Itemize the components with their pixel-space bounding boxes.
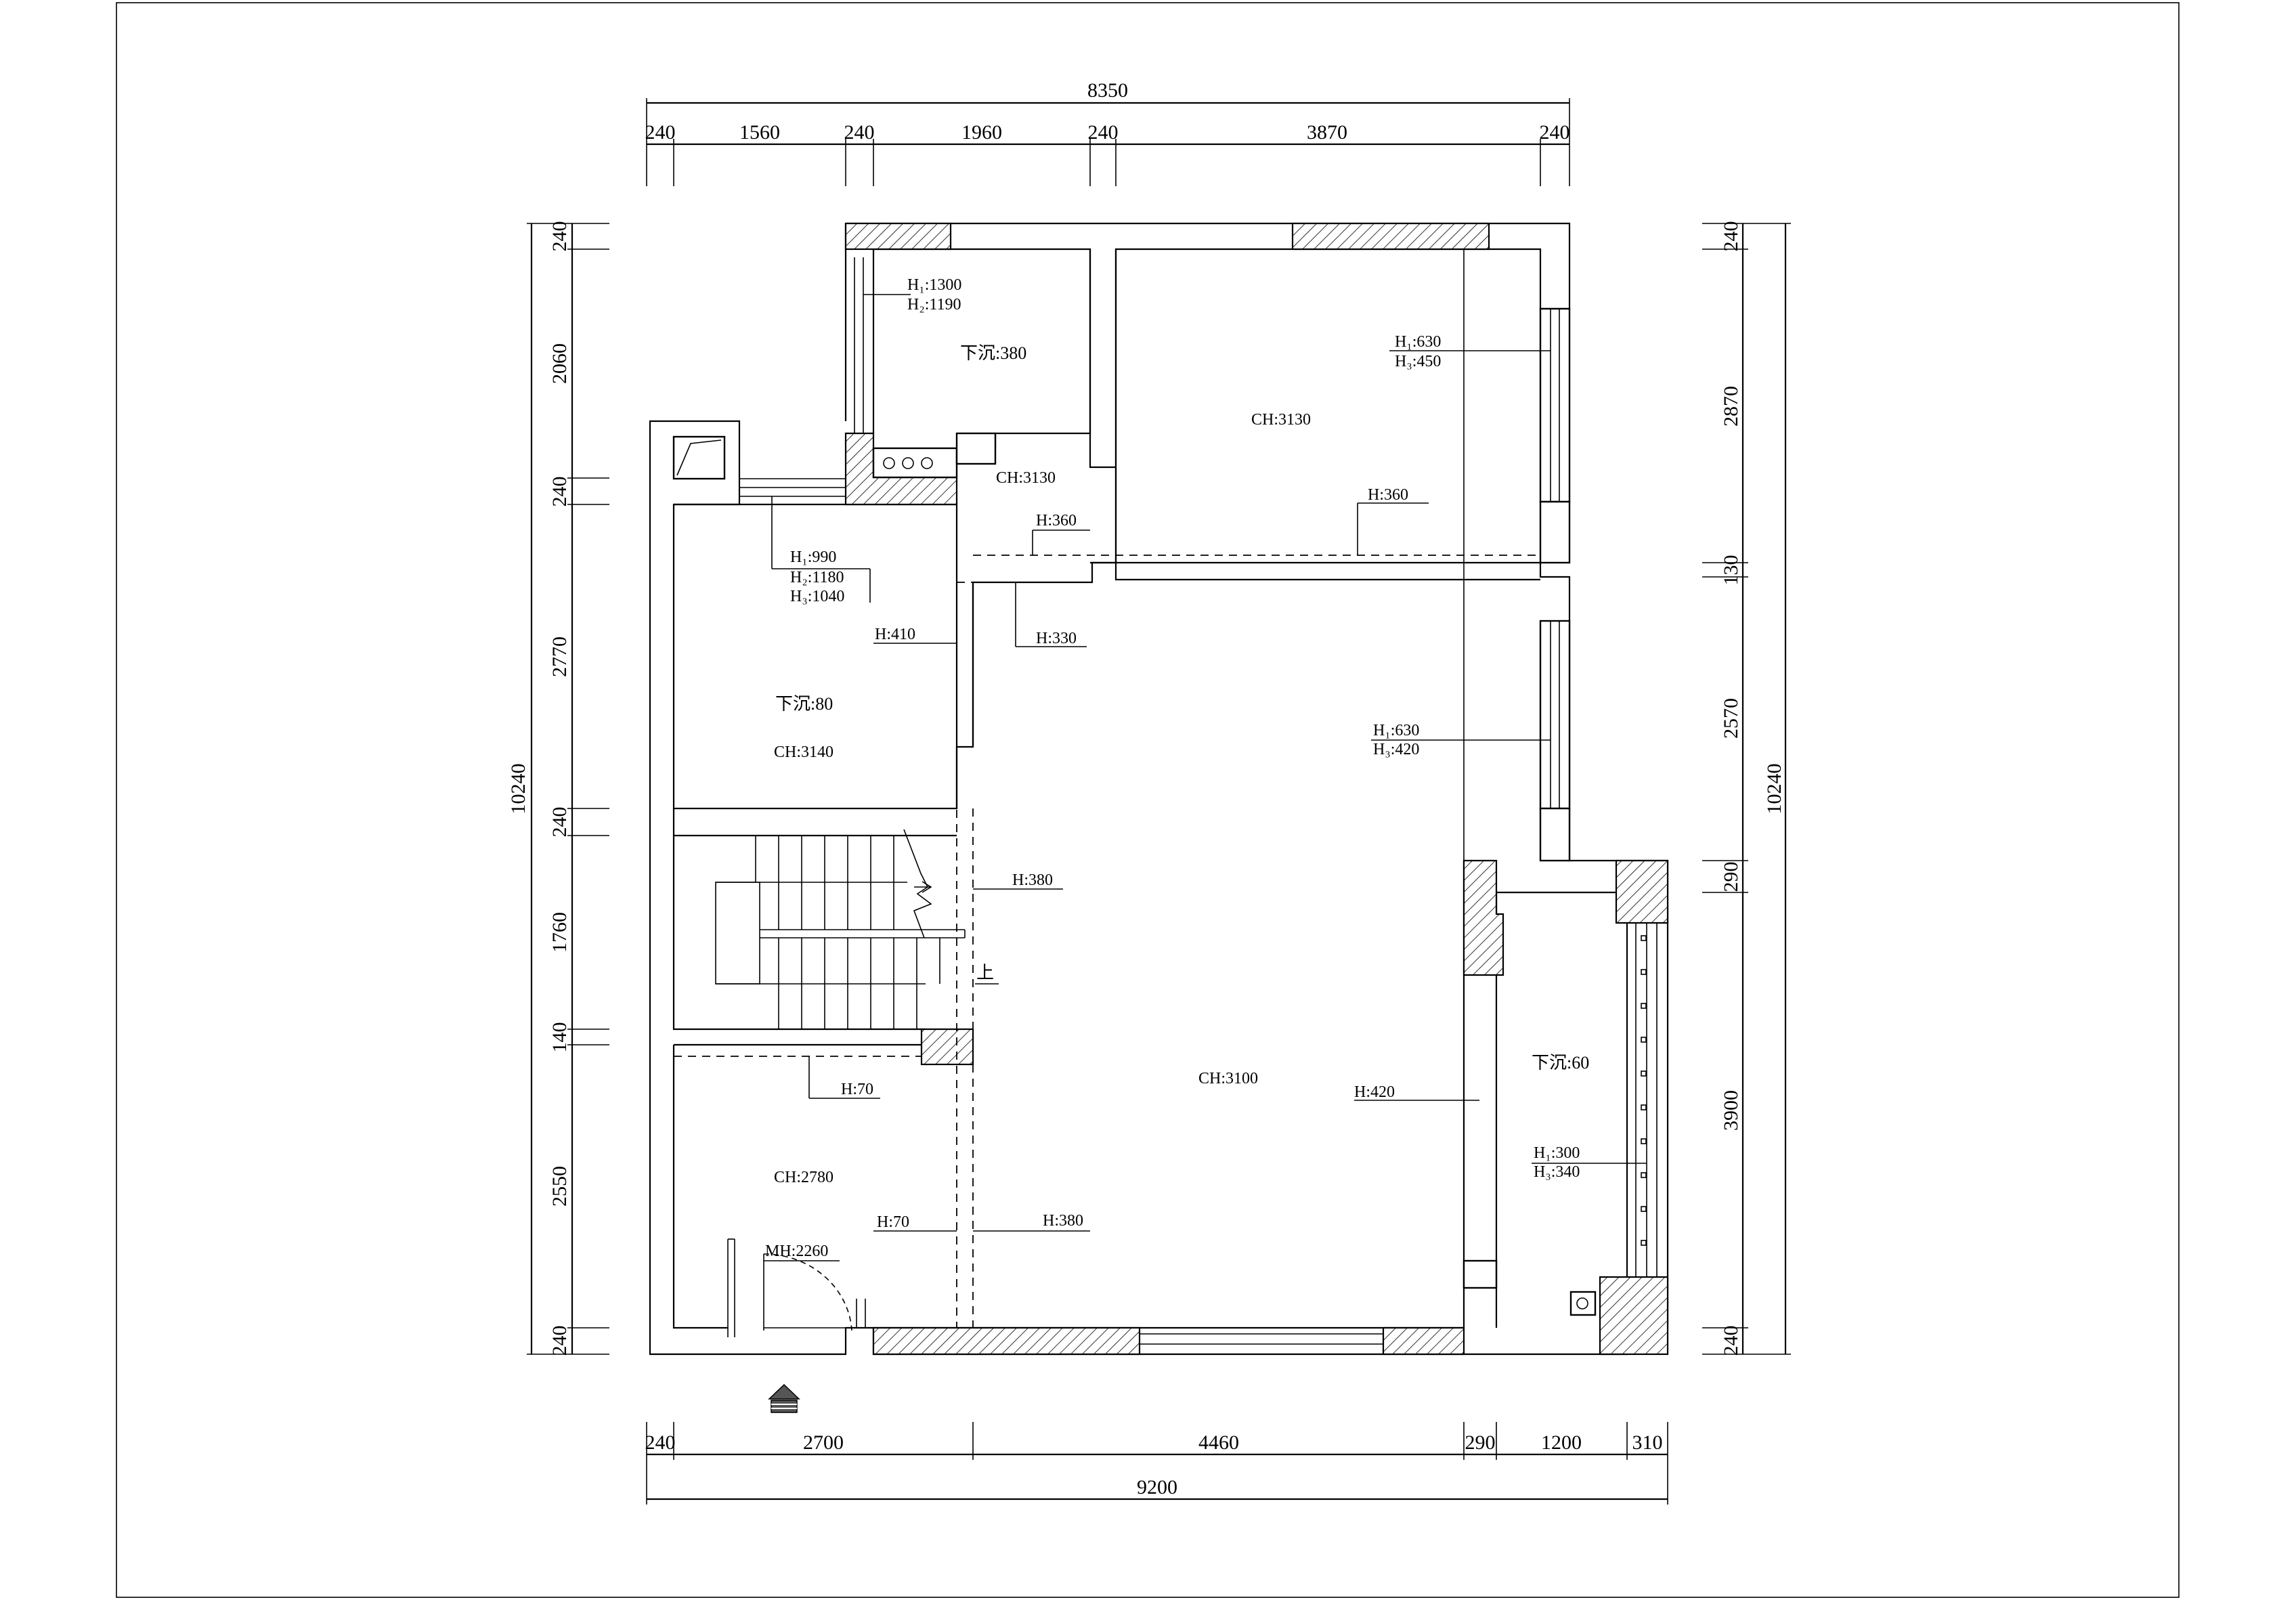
dim-right-seg: 130 — [1720, 555, 1742, 586]
dim-bottom-seg: 4460 — [1198, 1431, 1239, 1454]
staircase: 上 — [715, 829, 999, 1029]
lower-h70b-label: H:70 — [877, 1213, 909, 1231]
balcony-sunk-label: 下沉:60 — [1532, 1053, 1589, 1073]
dim-left-seg: 240 — [548, 477, 571, 507]
dim-top-seg: 3870 — [1307, 121, 1347, 144]
bath-h1-label: H₁:990 — [790, 548, 836, 566]
floor-drain-icon — [1569, 1291, 1597, 1316]
kitchen-h2-label: H₂:1190 — [907, 296, 961, 313]
dim-left-seg: 2060 — [548, 343, 571, 384]
dim-left-seg: 2770 — [548, 636, 571, 677]
living-ch-label: CH:3100 — [1198, 1070, 1258, 1087]
bedroom-h1-label: H₁:630 — [1395, 333, 1441, 351]
bedroom-h-label: H:360 — [1368, 486, 1408, 504]
left-dimension-chain: 10240 240 2060 240 2770 240 1760 140 255… — [507, 221, 609, 1356]
dim-left-seg: 240 — [548, 221, 571, 252]
stove-icon — [872, 432, 997, 479]
structural-columns — [844, 222, 1669, 1356]
dim-top-seg: 1560 — [739, 121, 780, 144]
dim-top-seg: 240 — [1088, 121, 1119, 144]
beam-lines — [674, 555, 1540, 1328]
kitchen-h1-label: H₁:1300 — [907, 276, 961, 294]
kitchen-sunk-label: 下沉:380 — [960, 343, 1026, 363]
door-mh-label: MH:2260 — [765, 1242, 828, 1260]
dim-top-seg: 240 — [645, 121, 676, 144]
bath-h410-label: H:410 — [875, 626, 915, 643]
dim-left-seg: 140 — [548, 1022, 571, 1053]
bath-ch-label: CH:3140 — [774, 743, 833, 761]
windows — [739, 257, 1658, 1345]
bath-sunk-label: 下沉:80 — [775, 694, 833, 714]
stair-h380-label: H:380 — [1012, 871, 1053, 889]
dim-bottom-total: 9200 — [1137, 1476, 1177, 1498]
dim-right-seg: 2570 — [1720, 698, 1742, 739]
dim-right-seg: 290 — [1720, 862, 1742, 892]
dim-top-seg: 240 — [844, 121, 875, 144]
passage-h-label: H:360 — [1036, 512, 1077, 529]
stair-up-label: 上 — [976, 963, 994, 982]
bedroom-h3-label: H₃:450 — [1395, 353, 1441, 370]
right-dimension-chain: 240 2870 130 2570 290 3900 240 10240 — [1702, 221, 1791, 1356]
passage-h330-label: H:330 — [1036, 630, 1077, 647]
living-h3-label: H₃:420 — [1373, 741, 1419, 758]
entry-door — [727, 1238, 866, 1337]
living-h1-label: H₁:630 — [1373, 722, 1419, 739]
dim-right-seg: 240 — [1720, 1326, 1742, 1356]
dim-left-seg: 1760 — [548, 912, 571, 953]
dim-top-seg: 240 — [1540, 121, 1570, 144]
drawing-frame — [116, 2, 2180, 1598]
balcony-h1-label: H₁:300 — [1534, 1144, 1580, 1162]
dim-left-seg: 240 — [548, 1326, 571, 1356]
dim-bottom-seg: 310 — [1632, 1431, 1663, 1454]
bedroom-ch-label: CH:3130 — [1251, 411, 1311, 429]
dim-right-seg: 240 — [1720, 221, 1742, 252]
dim-left-seg: 240 — [548, 807, 571, 838]
entrance-arrow-icon — [768, 1383, 800, 1413]
dim-bottom-seg: 290 — [1465, 1431, 1496, 1454]
balcony-posts — [1641, 935, 1647, 1246]
wall-stub — [1463, 1259, 1498, 1289]
top-dimension-chain: 8350 240 1560 240 1960 240 3870 240 — [645, 79, 1570, 186]
leader-lines — [764, 294, 1647, 1261]
lower-ch-label: CH:2780 — [774, 1169, 833, 1186]
dim-left-seg: 2550 — [548, 1166, 571, 1207]
dim-right-seg: 2870 — [1720, 386, 1742, 427]
lower-h380-label: H:380 — [1043, 1212, 1083, 1230]
room-annotations: H₁:1300 H₂:1190 下沉:380 CH:3130 H₁:630 H₃… — [765, 276, 1589, 1260]
bath-h3-label: H₃:1040 — [790, 588, 844, 605]
balcony-h3-label: H₃:340 — [1534, 1163, 1580, 1181]
dim-top-seg: 1960 — [961, 121, 1002, 144]
bottom-dimension-chain: 240 2700 4460 290 1200 310 9200 — [645, 1422, 1668, 1505]
dim-left-total: 10240 — [507, 764, 529, 815]
dim-top-total: 8350 — [1087, 79, 1128, 102]
dim-bottom-seg: 240 — [645, 1431, 676, 1454]
dim-bottom-seg: 2700 — [803, 1431, 844, 1454]
dim-right-seg: 3900 — [1720, 1090, 1742, 1131]
dim-bottom-seg: 1200 — [1541, 1431, 1582, 1454]
kitchen-ch-label: CH:3130 — [996, 469, 1056, 487]
dim-right-total: 10240 — [1763, 764, 1785, 815]
flue-icon — [672, 435, 726, 480]
bath-h2-label: H₂:1180 — [790, 569, 844, 586]
lower-h70-label: H:70 — [841, 1081, 873, 1098]
living-h420-label: H:420 — [1354, 1083, 1395, 1101]
